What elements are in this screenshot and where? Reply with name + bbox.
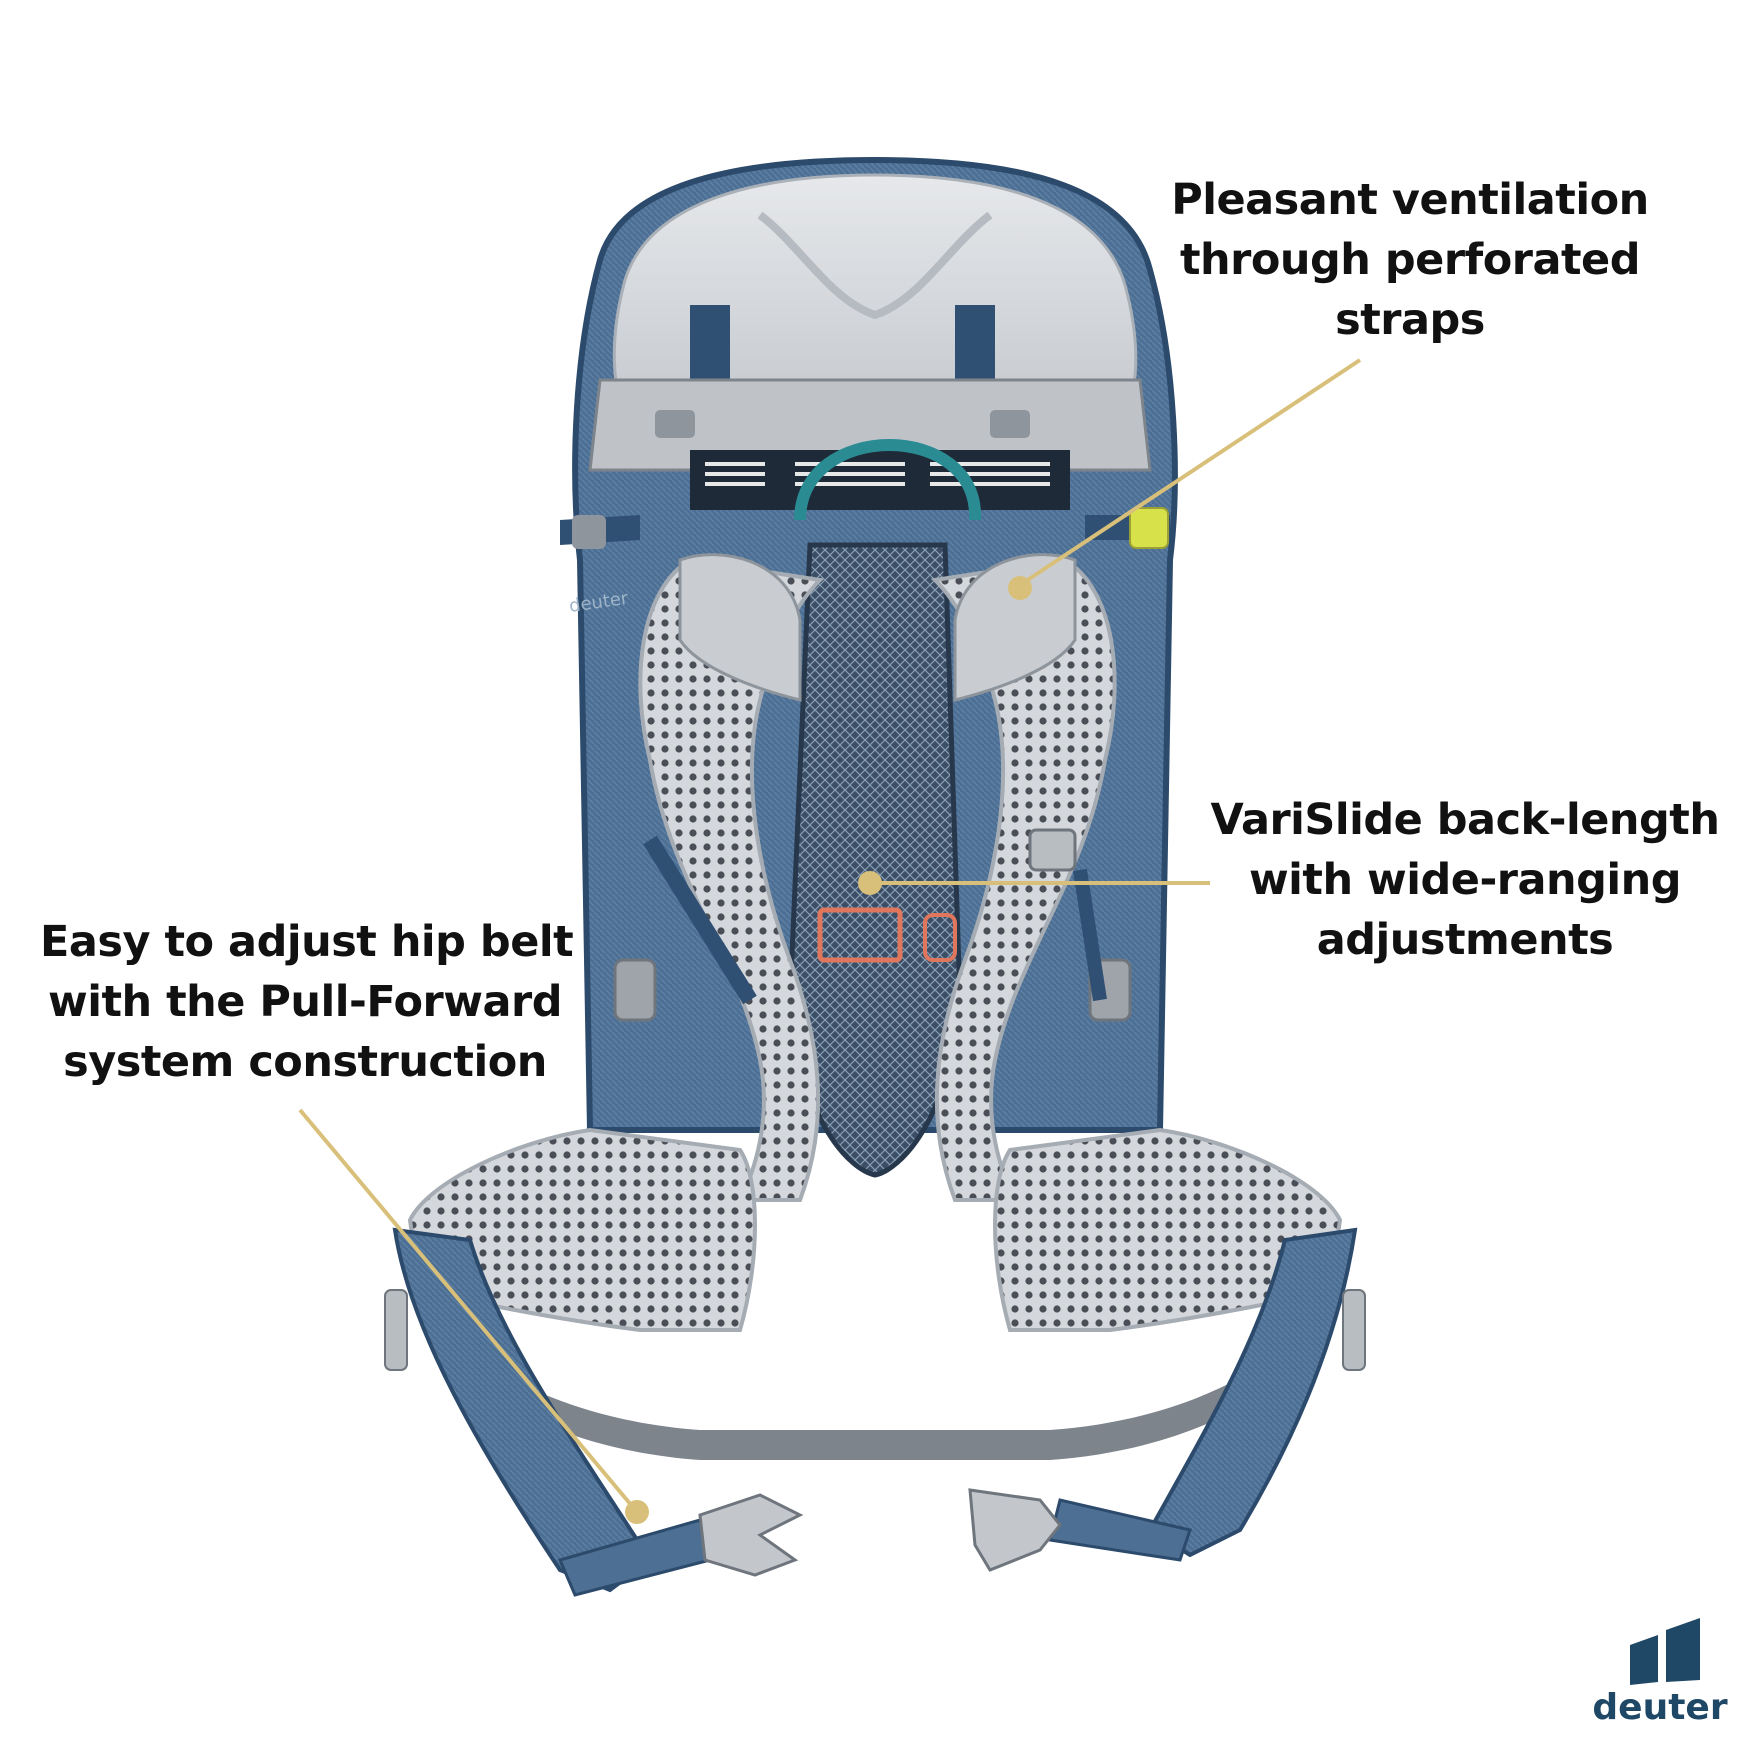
callout-line: through perforated	[1179, 235, 1641, 285]
callout-pointers	[298, 358, 1362, 1524]
hydration-tube	[794, 439, 982, 521]
callout-dot-icon	[1008, 576, 1032, 600]
callout-line: with wide-ranging	[1248, 855, 1682, 905]
child-seat-bar	[588, 378, 1152, 472]
callout-dot-icon	[625, 1500, 649, 1524]
callout-line: VariSlide back-length	[1210, 795, 1720, 845]
callout-line: Pleasant ventilation	[1171, 175, 1649, 225]
varislide-marker	[817, 907, 903, 963]
callout-hip-belt: Easy to adjust hip belt with the Pull-Fo…	[40, 912, 574, 1092]
callout-line: system construction	[63, 1037, 547, 1087]
callout-line: adjustments	[1316, 915, 1614, 965]
callout-line: straps	[1335, 295, 1485, 345]
side-buckle	[1129, 507, 1169, 549]
callout-ventilation: Pleasant ventilation through perforated …	[1160, 170, 1660, 350]
hip-belt	[384, 1127, 1366, 1597]
brand-wordmark: deuter	[1592, 1687, 1728, 1728]
callout-dot-icon	[858, 871, 882, 895]
callout-line: with the Pull-Forward	[48, 977, 562, 1027]
hip-belt-buckle-female	[968, 1488, 1062, 1572]
callout-line: Easy to adjust hip belt	[40, 917, 574, 967]
callout-varislide: VariSlide back-length with wide-ranging …	[1205, 790, 1725, 970]
deuter-logo-icon	[1630, 1618, 1700, 1685]
hip-belt-buckle-male	[698, 1493, 804, 1577]
warning-label	[690, 450, 1070, 510]
